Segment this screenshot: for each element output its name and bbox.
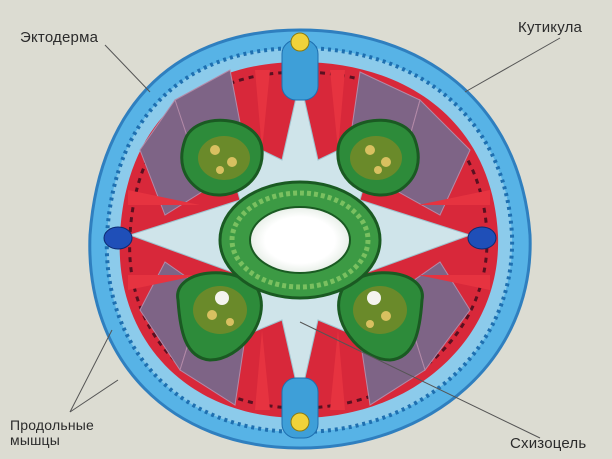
- schizocoel-label: Схизоцель: [510, 436, 586, 452]
- longitudinal-muscles-label: Продольные мышцы: [10, 418, 94, 447]
- intestine-lumen-icon: [250, 207, 350, 273]
- ventral-nerve-icon: [291, 413, 309, 431]
- right-lateral-canal-icon: [468, 227, 496, 249]
- dorsal-nerve-icon: [291, 33, 309, 51]
- left-lateral-canal-icon: [104, 227, 132, 249]
- muscles-label-line2: мышцы: [10, 433, 94, 448]
- ectoderm-label: Эктодерма: [20, 30, 98, 46]
- muscles-label-line1: Продольные: [10, 418, 94, 433]
- cuticle-label: Кутикула: [518, 20, 582, 36]
